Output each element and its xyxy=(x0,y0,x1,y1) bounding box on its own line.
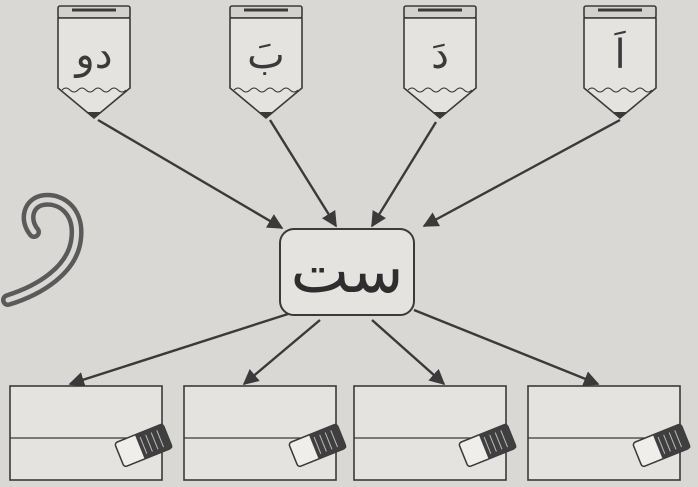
pencil-2-letter: بَ xyxy=(247,32,285,78)
arrow-pencil-4-to-center xyxy=(422,118,621,228)
answer-box-2[interactable] xyxy=(183,385,347,481)
center-syllable: ست xyxy=(291,234,404,307)
arrow-center-to-box-2 xyxy=(242,319,321,386)
center-syllable-box: ست xyxy=(279,228,415,316)
answer-box-3[interactable] xyxy=(353,385,517,481)
eraser-icon xyxy=(458,423,517,468)
arrow-pencil-3-to-center xyxy=(370,121,438,228)
pencil-2: بَ xyxy=(229,5,303,120)
eraser-icon xyxy=(114,423,173,468)
arrow-pencil-2-to-center xyxy=(268,119,338,228)
arrow-pencil-1-to-center xyxy=(97,118,284,230)
decorative-letter-inner xyxy=(5,197,80,303)
eraser-icon xyxy=(632,423,691,468)
arrow-center-to-box-1 xyxy=(68,312,289,388)
pencil-1-letter: دو xyxy=(73,32,112,78)
answer-box-4[interactable] xyxy=(527,385,691,481)
pencil-3: دَ xyxy=(403,5,477,120)
arrow-center-to-box-4 xyxy=(413,308,600,386)
answer-box-1[interactable] xyxy=(9,385,173,481)
pencil-4-letter: اَ xyxy=(614,30,626,78)
pencil-3-letter: دَ xyxy=(431,32,449,78)
pencil-1: دو xyxy=(57,5,131,120)
eraser-icon xyxy=(288,423,347,468)
arrow-center-to-box-3 xyxy=(371,319,446,386)
pencil-4: اَ xyxy=(583,5,657,120)
